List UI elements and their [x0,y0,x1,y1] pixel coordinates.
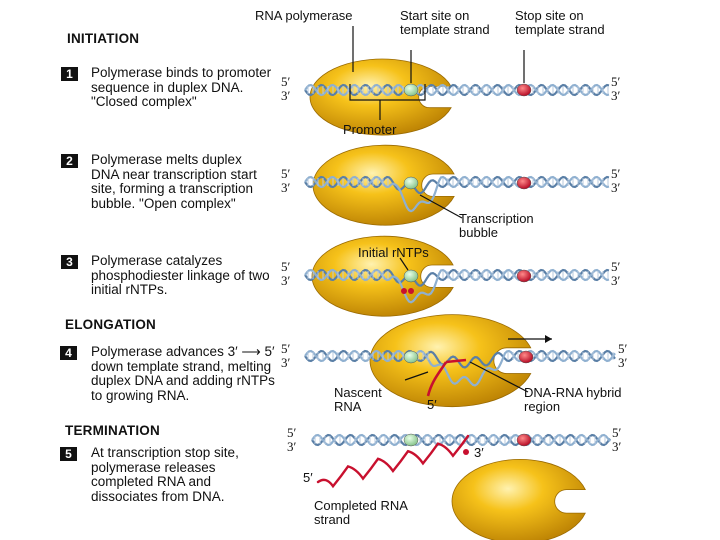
label-rna-polymerase: RNA polymerase [255,8,353,23]
strand-end-right-top-5: 5′ [612,425,622,440]
strand-end-left-bottom-2: 3′ [281,180,291,195]
strand-end-right-top-3: 5′ [611,259,621,274]
label-start-site: Start site on template strand [400,8,490,37]
strand-end-right-bottom-5: 3′ [612,439,622,454]
start-site-marker-3 [403,269,419,283]
dna-helix-5 [311,433,611,447]
stop-site-marker-2 [516,176,532,190]
polymerase-1 [309,58,452,136]
strand-end-left-top-3: 5′ [281,259,291,274]
strand-end-left-bottom-1: 3′ [281,88,291,103]
label-term-5prime: 5′ [303,470,313,485]
strand-end-left-bottom-5: 3′ [287,439,297,454]
strand-end-left-bottom-3: 3′ [281,273,291,288]
pointer-initial-rntps [399,257,409,271]
rntp-dot [401,288,407,294]
strand-end-right-bottom-1: 3′ [611,88,621,103]
label-dna-rna-hybrid: DNA-RNA hybrid region [524,385,622,414]
label-term-3prime: 3′ [474,445,484,460]
completed-rna-strand [316,434,470,489]
label-transcription-bubble: Transcription bubble [459,211,534,240]
strand-end-left-bottom-4: 3′ [281,355,291,370]
start-site-marker-2 [403,176,419,190]
section-title-elongation: ELONGATION [65,317,156,332]
strand-end-right-top-2: 5′ [611,166,621,181]
polymerase-5 [451,458,586,540]
step-text-5: At transcription stop site, polymerase r… [91,445,239,504]
label-completed-rna: Completed RNA strand [314,498,408,527]
strand-end-right-top-1: 5′ [611,74,621,89]
step-number-5: 5 [60,447,77,461]
nascent-rna-strand [426,361,448,397]
step-text-2: Polymerase melts duplex DNA near transcr… [91,152,257,211]
strand-end-right-bottom-2: 3′ [611,180,621,195]
start-site-marker-1 [403,83,419,97]
pointer-hybrid-region [469,361,529,393]
stop-site-marker-5 [516,433,532,447]
rna-3prime-end [463,449,469,455]
direction-arrowhead [545,335,552,343]
section-title-termination: TERMINATION [65,423,160,438]
step-number-3: 3 [61,255,78,269]
step-text-4: Polymerase advances 3′ ⟶ 5′ down templat… [91,344,275,403]
label-stop-site: Stop site on template strand [515,8,605,37]
step-number-1: 1 [61,67,78,81]
strand-end-left-top-4: 5′ [281,341,291,356]
pointer-transcription-bubble [419,194,463,219]
label-rna-5prime: 5′ [427,397,437,412]
pointer-nascent-rna [404,371,429,381]
stop-site-marker-1 [516,83,532,97]
step-number-4: 4 [60,346,77,360]
rntp-dot [408,288,414,294]
label-nascent-rna: Nascent RNA [334,385,382,414]
strand-end-right-top-4: 5′ [618,341,628,356]
strand-end-left-top-1: 5′ [281,74,291,89]
step-number-2: 2 [61,154,78,168]
step-text-3: Polymerase catalyzes phosphodiester link… [91,253,270,298]
strand-end-left-top-2: 5′ [281,166,291,181]
dna-helix-2 [304,175,610,213]
label-initial-rntps: Initial rNTPs [358,245,429,260]
dna-helix-3 [304,268,610,304]
section-title-initiation: INITIATION [67,31,140,46]
label-promoter: Promoter [343,122,397,137]
stop-site-marker-4 [518,350,534,364]
step-text-1: Polymerase binds to promoter sequence in… [91,65,272,110]
strand-end-right-bottom-4: 3′ [618,355,628,370]
stop-site-marker-3 [516,269,532,283]
promoter-bracket [349,84,426,101]
strand-end-left-top-5: 5′ [287,425,297,440]
start-site-marker-5 [403,433,419,447]
start-site-marker-4 [403,350,419,364]
strand-end-right-bottom-3: 3′ [611,273,621,288]
hybrid-rna-strand [445,358,467,364]
